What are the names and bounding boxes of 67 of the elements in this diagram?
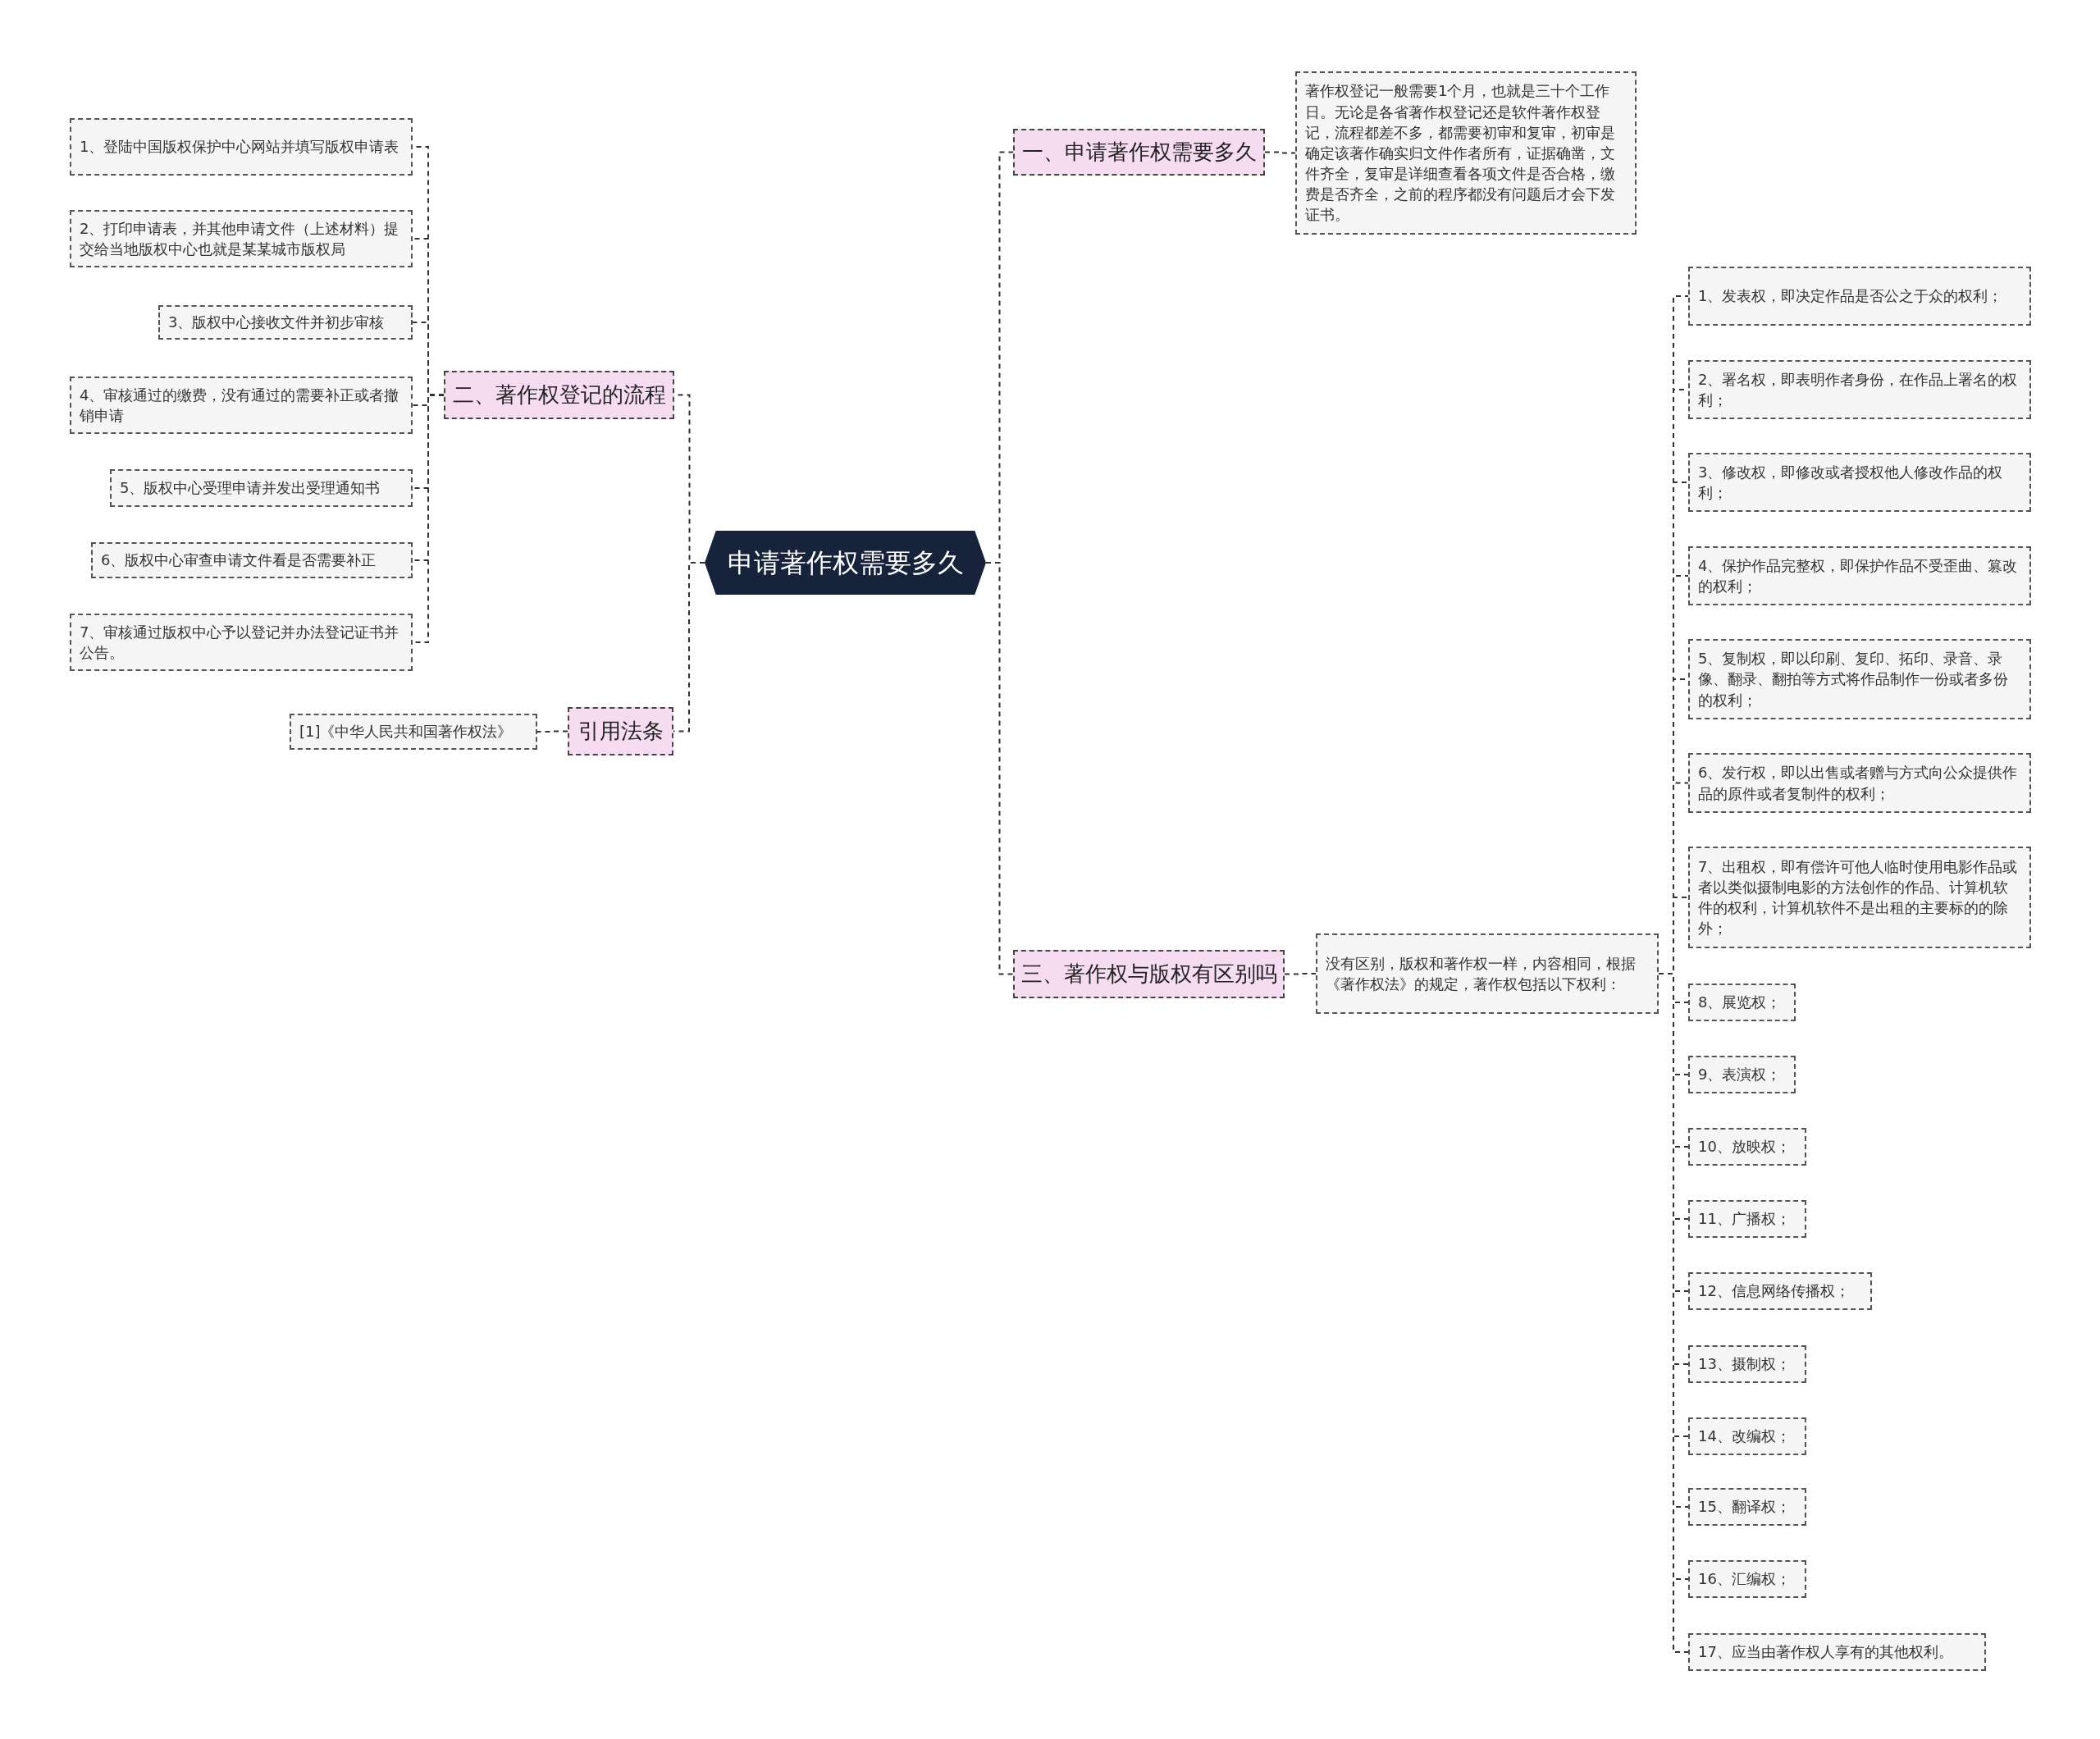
leaf-topic-box bbox=[1688, 847, 2031, 948]
leaf-topic-box bbox=[1688, 639, 2031, 719]
topic-text: 9、表演权； bbox=[1698, 1065, 1782, 1085]
topic-text: 10、放映权； bbox=[1698, 1137, 1791, 1157]
topic-text: 1、登陆中国版权保护中心网站并填写版权申请表 bbox=[80, 137, 399, 157]
leaf-topic-box bbox=[70, 377, 413, 434]
leaf-topic-box bbox=[91, 542, 413, 578]
topic-text: 4、保护作品完整权，即保护作品不受歪曲、篡改的权利； bbox=[1698, 555, 2019, 596]
branch-topic-box bbox=[1013, 129, 1265, 176]
leaf-topic-box bbox=[1688, 1272, 1872, 1310]
leaf-topic-box bbox=[1688, 753, 2031, 813]
topic-text: 著作权登记一般需要1个月，也就是三十个工作日。无论是各省著作权登记还是软件著作权登记，流程都差不多，都需要初审和复审，初审是确定该著作确实归文件作者所有，证据确凿，文件齐全，复审是详细查看各项文件是否合格，缴费是否齐全，之前的程序都没有问题后才会下发证书。 bbox=[1305, 81, 1616, 226]
leaf-topic-box bbox=[1688, 453, 2031, 512]
topic-text: 8、展览权； bbox=[1698, 993, 1782, 1013]
topic-text: 6、发行权，即以出售或者赠与方式向公众提供作品的原件或者复制件的权利； bbox=[1698, 763, 2019, 804]
connector-line bbox=[1284, 973, 1317, 975]
topic-text: 3、修改权，即修改或者授权他人修改作品的权利； bbox=[1698, 462, 2004, 503]
branch-topic-box bbox=[1013, 950, 1285, 998]
topic-text: 15、翻译权； bbox=[1698, 1497, 1791, 1518]
leaf-topic-box bbox=[1688, 1488, 1806, 1526]
topic-text: 12、信息网络传播权； bbox=[1698, 1281, 1850, 1302]
topic-text: 引用法条 bbox=[578, 718, 664, 745]
leaf-topic-box bbox=[110, 469, 413, 507]
topic-text: 2、打印申请表，并其他申请文件（上述材料）提交给当地版权中心也就是某某城市版权局 bbox=[80, 218, 400, 259]
leaf-topic-box bbox=[290, 714, 537, 750]
branch-topic-box bbox=[568, 707, 673, 755]
topic-text: 7、出租权，即有偿许可他人临时使用电影作品或者以类似摄制电影的方法创作的作品、计算机软件的权利，计算机软件不是出租的主要标的的除外； bbox=[1698, 856, 2019, 939]
leaf-topic-box bbox=[1316, 933, 1659, 1014]
leaf-topic-box bbox=[158, 305, 413, 340]
topic-text: 5、复制权，即以印刷、复印、拓印、录音、录像、翻录、翻拍等方式将作品制作一份或者多份的权利； bbox=[1698, 649, 2009, 710]
topic-text: 三、著作权与版权有区别吗 bbox=[1020, 961, 1277, 988]
leaf-topic-box bbox=[1688, 1056, 1796, 1093]
topic-text: 4、审核通过的缴费，没有通过的需要补正或者撤销申请 bbox=[80, 385, 400, 426]
leaf-topic-box bbox=[1688, 1200, 1806, 1238]
leaf-topic-box bbox=[1688, 360, 2031, 419]
leaf-topic-box bbox=[1688, 984, 1796, 1021]
topic-text: 申请著作权需要多久 bbox=[727, 546, 964, 580]
leaf-topic-box bbox=[1688, 1345, 1806, 1383]
central-topic-hexagon bbox=[705, 531, 986, 595]
topic-text: 6、版权中心审查申请文件看是否需要补正 bbox=[101, 550, 377, 571]
topic-text: 一、申请著作权需要多久 bbox=[1021, 139, 1257, 166]
leaf-topic-box bbox=[1295, 71, 1637, 235]
topic-text: 5、版权中心受理申请并发出受理通知书 bbox=[120, 478, 381, 499]
topic-text: [1]《中华人民共和国著作权法》 bbox=[299, 722, 513, 742]
leaf-topic-box bbox=[70, 118, 413, 176]
leaf-topic-box bbox=[1688, 1417, 1806, 1455]
leaf-topic-box bbox=[70, 210, 413, 267]
topic-text: 没有区别，版权和著作权一样，内容相同，根据《著作权法》的规定，著作权包括以下权利： bbox=[1326, 953, 1637, 994]
leaf-topic-box bbox=[1688, 1560, 1806, 1598]
leaf-topic-box bbox=[1688, 267, 2031, 326]
leaf-topic-box bbox=[1688, 546, 2031, 605]
topic-text: 14、改编权； bbox=[1698, 1426, 1791, 1447]
topic-text: 二、著作权登记的流程 bbox=[452, 381, 666, 409]
topic-text: 2、署名权，即表明作者身份，在作品上署名的权利； bbox=[1698, 369, 2019, 410]
topic-text: 11、广播权； bbox=[1698, 1209, 1791, 1230]
topic-text: 1、发表权，即决定作品是否公之于众的权利； bbox=[1698, 286, 2003, 307]
branch-topic-box bbox=[444, 371, 674, 419]
leaf-topic-box bbox=[1688, 1633, 1986, 1671]
leaf-topic-box bbox=[1688, 1128, 1806, 1166]
connector-line bbox=[1264, 151, 1296, 154]
topic-text: 13、摄制权； bbox=[1698, 1354, 1791, 1375]
topic-text: 16、汇编权； bbox=[1698, 1569, 1791, 1590]
leaf-topic-box bbox=[70, 614, 413, 671]
connector-line bbox=[536, 730, 568, 733]
topic-text: 17、应当由著作权人享有的其他权利。 bbox=[1698, 1642, 1953, 1663]
topic-text: 3、版权中心接收文件并初步审核 bbox=[168, 313, 385, 333]
topic-text: 7、审核通过版权中心予以登记并办法登记证书并公告。 bbox=[80, 622, 400, 663]
